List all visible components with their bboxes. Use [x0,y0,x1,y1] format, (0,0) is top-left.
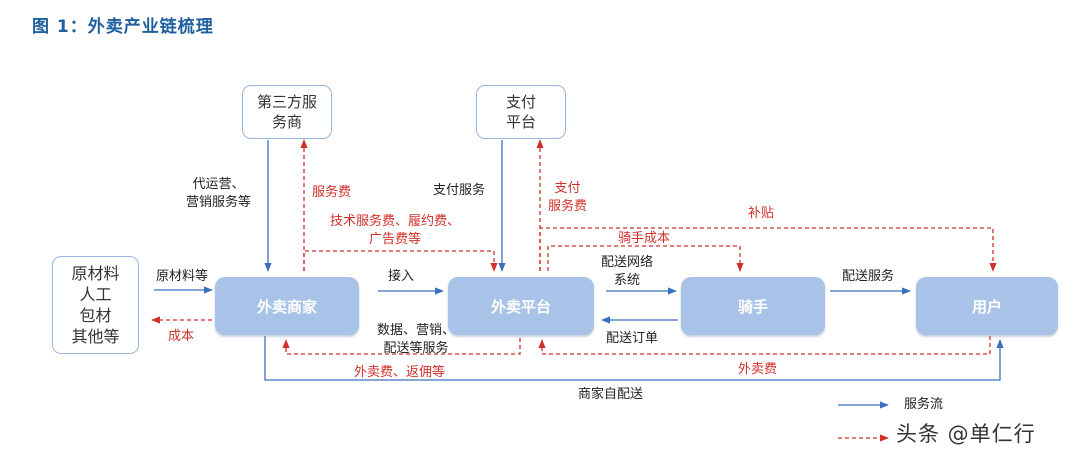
label-data-marketing: 数据、营销、 配送等服务 [377,323,456,356]
arrow-platform-rider-cost [547,245,744,272]
label-pay-service: 支付服务 [433,183,486,198]
label-ops-marketing: 代运营、 营销服务等 [186,177,252,210]
label-delivery-network: 配送网络 系统 [601,255,654,288]
label-service-fee: 服务费 [312,185,352,200]
figure-title: 图 1：外卖产业链梳理 [32,17,214,37]
node-user: 用户 [916,277,1058,335]
arrow-user-takeout-fee [538,336,991,355]
label-tech-fee: 技术服务费、履约费、 广告费等 [330,214,461,247]
label-raw-materials-etc: 原材料等 [156,269,209,284]
arrow-self-delivery [264,336,1004,381]
node-merchant: 外卖商家 [215,277,359,335]
label-takeout-fee-rebate: 外卖费、返佣等 [354,365,446,380]
legend-service-flow-label: 服务流 [904,397,944,412]
label-self-delivery: 商家自配送 [578,387,644,402]
node-payment-platform: 支付 平台 [476,85,566,139]
arrow-merchant-tech-fee [303,250,498,272]
arrow-platform-subsidy [539,227,997,272]
label-subsidy: 补贴 [748,206,775,221]
node-platform: 外卖平台 [448,277,594,335]
node-third-party-service-provider: 第三方服 务商 [242,85,332,139]
node-rider: 骑手 [681,277,825,335]
label-rider-cost: 骑手成本 [618,231,671,246]
label-cost: 成本 [168,329,195,344]
label-takeout-fee: 外卖费 [738,362,778,377]
label-access: 接入 [388,269,415,284]
arrow-platform-to-merchant-fee [282,338,521,355]
watermark: 头条 @单仁行 [896,422,1036,446]
node-raw-materials: 原材料 人工 包材 其他等 [52,256,139,354]
label-pay-service-fee: 支付 服务费 [548,181,588,214]
label-delivery-order: 配送订单 [606,331,659,346]
label-delivery-service: 配送服务 [842,269,895,284]
